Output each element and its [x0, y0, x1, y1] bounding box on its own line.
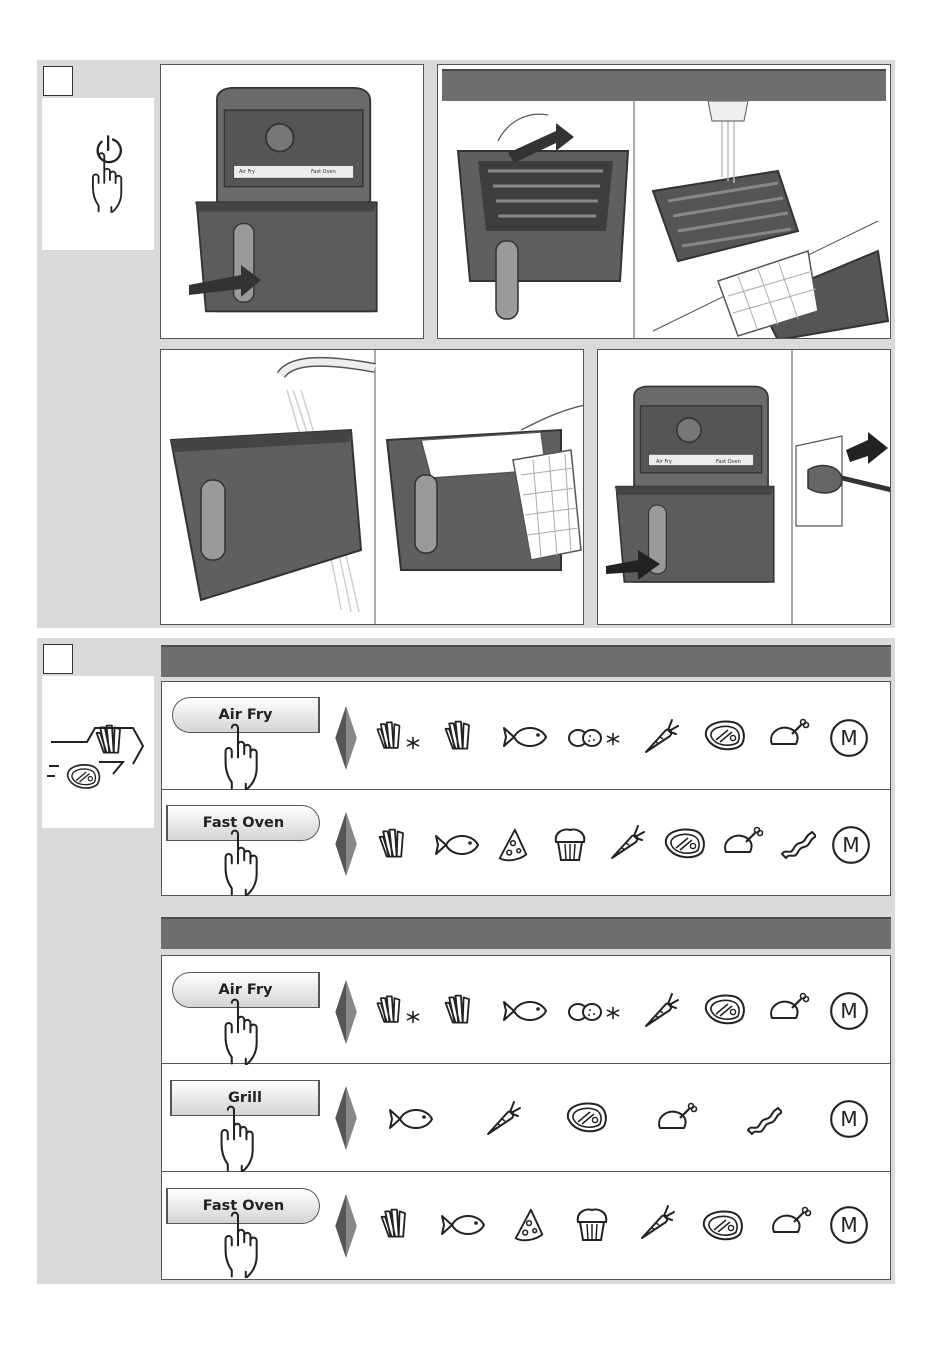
chicken-icon [654, 1100, 698, 1136]
image-remove-basket: Air Fry Fast Oven [160, 64, 424, 339]
steak-icon [698, 718, 748, 754]
fries-icon [442, 718, 482, 758]
image-rinse-basket [160, 349, 584, 625]
fish-icon [500, 722, 550, 752]
svg-text:Fast Oven: Fast Oven [716, 459, 741, 465]
steak-icon [560, 1100, 610, 1136]
finger-press-icon [210, 1208, 266, 1278]
up-down-arrow-icon [331, 704, 361, 772]
step-marker-a [43, 66, 73, 96]
up-down-arrow-icon [331, 1192, 361, 1260]
fish-icon [438, 1210, 488, 1240]
finger-press-icon [210, 995, 266, 1065]
bacon-icon [776, 824, 816, 864]
pizza-icon [494, 826, 532, 864]
finger-press-icon [210, 826, 266, 896]
fries-icon [442, 992, 482, 1032]
manual-mode-icon: M [828, 717, 870, 759]
carrot-icon [606, 822, 646, 862]
chicken-icon [720, 824, 764, 860]
finger-press-icon [206, 1102, 262, 1172]
section-b-sidebar [37, 638, 157, 834]
frozen-nuggets-icon [566, 996, 622, 1030]
finger-press-icon [210, 720, 266, 790]
cooking-program-icon [47, 718, 147, 798]
manual-mode-icon: M [830, 824, 872, 866]
fries-icon [378, 1206, 418, 1246]
fish-icon [500, 996, 550, 1026]
carrot-icon [636, 1202, 676, 1242]
section-a-sidebar [37, 60, 157, 256]
up-down-arrow-icon [331, 1084, 361, 1152]
pizza-icon [510, 1206, 548, 1244]
frozen-fries-icon [374, 718, 420, 758]
chicken-icon [766, 990, 810, 1026]
mode-header-bar-2 [161, 917, 891, 949]
carrot-icon [482, 1098, 522, 1138]
steak-icon [698, 992, 748, 1028]
frozen-fries-icon [374, 992, 420, 1032]
power-press-icon [83, 130, 141, 220]
manual-mode-icon: M [828, 990, 870, 1032]
muffin-icon [550, 824, 590, 864]
steak-icon [658, 826, 708, 862]
clean-header-bar [442, 69, 886, 101]
step-marker-b [43, 644, 73, 674]
carrot-icon [640, 716, 680, 756]
chicken-icon [768, 1204, 812, 1240]
svg-text:Air Fry: Air Fry [239, 169, 255, 175]
up-down-arrow-icon [331, 978, 361, 1046]
chicken-icon [766, 716, 810, 752]
manual-mode-icon: M [828, 1204, 870, 1246]
svg-text:Fast Oven: Fast Oven [311, 169, 336, 175]
manual-mode-icon: M [828, 1098, 870, 1140]
image-reinsert-and-plug: Air Fry Fast Oven [597, 349, 891, 625]
fish-icon [386, 1104, 436, 1134]
fish-icon [432, 830, 482, 860]
carrot-icon [640, 990, 680, 1030]
steak-icon [696, 1208, 746, 1244]
bacon-icon [742, 1100, 782, 1140]
svg-text:Air Fry: Air Fry [656, 459, 672, 465]
frozen-nuggets-icon [566, 722, 622, 756]
up-down-arrow-icon [331, 810, 361, 878]
image-clean-accessories [437, 64, 891, 339]
mode-header-bar-1 [161, 645, 891, 677]
muffin-icon [572, 1204, 612, 1244]
fries-icon [376, 826, 416, 866]
